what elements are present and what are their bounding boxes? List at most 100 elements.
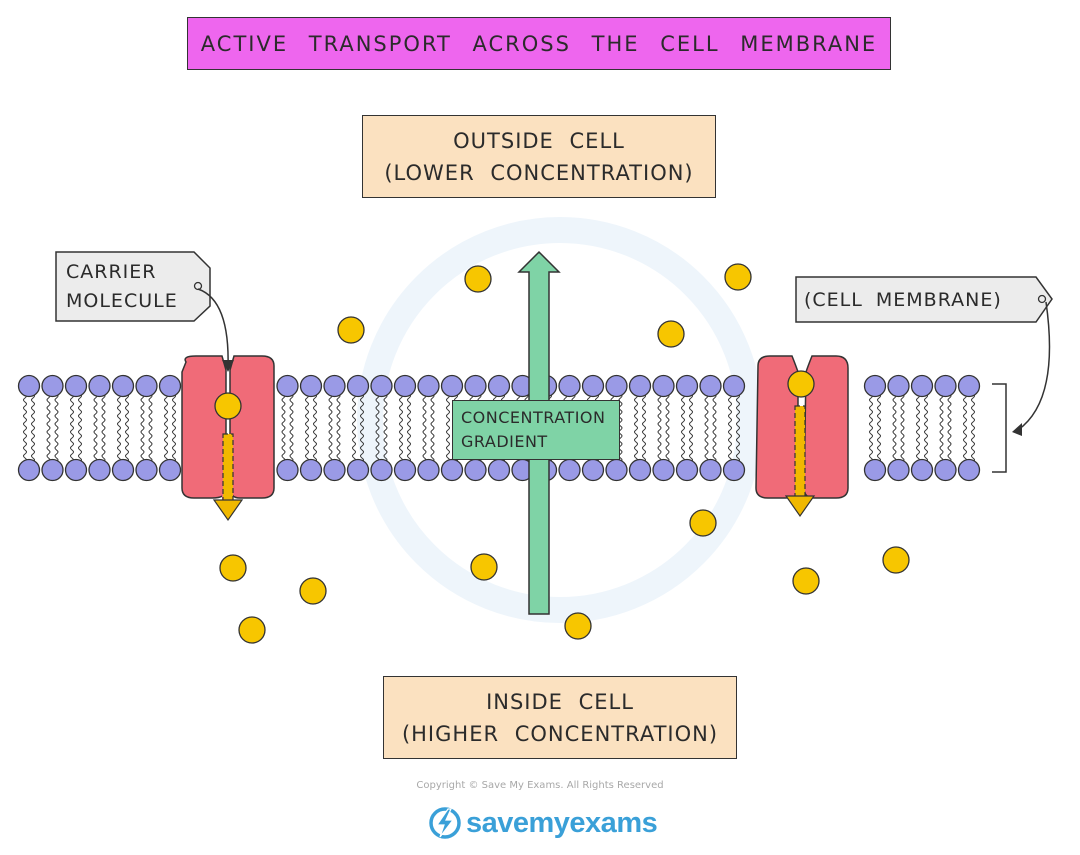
phospholipid-head: [722, 458, 746, 482]
phospholipid-head: [323, 374, 346, 398]
phospholipid-head: [675, 374, 699, 398]
phospholipid-head: [652, 374, 675, 398]
phospholipid-head: [111, 374, 135, 398]
phospholipid-head: [111, 458, 135, 482]
phospholipid-head: [464, 374, 487, 398]
phospholipid-head: [863, 458, 887, 482]
phospholipid-head: [17, 374, 41, 398]
phospholipid-head: [699, 374, 722, 398]
membrane-bracket: [992, 383, 1007, 473]
carrier-molecule-label: CARRIER MOLECULE: [66, 258, 178, 316]
phospholipid-head: [276, 374, 299, 398]
concentration-gradient-label: CONCENTRATION GRADIENT: [452, 400, 620, 460]
phospholipid-head: [440, 458, 464, 482]
carrier-protein-left: [181, 355, 275, 500]
molecule: [689, 509, 717, 537]
outside-cell-line1: OUTSIDE CELL: [453, 128, 625, 153]
watermark-ring: [357, 217, 763, 623]
transport-arrow-left: [212, 433, 244, 522]
carrier-pointer-line: [197, 288, 229, 369]
phospholipid-head: [675, 458, 699, 482]
phospholipid-head: [699, 458, 722, 482]
molecules: [214, 263, 910, 644]
molecule: [464, 265, 492, 293]
phospholipid-head: [64, 374, 88, 398]
inside-cell-line1: INSIDE CELL: [486, 689, 634, 714]
phospholipid-head: [464, 458, 487, 482]
molecule: [882, 546, 910, 574]
lightning-bolt-icon: [429, 807, 461, 839]
phospholipid-head: [299, 374, 323, 398]
phospholipid-head: [41, 374, 64, 398]
phospholipid-head: [628, 374, 652, 398]
phospholipid-head: [558, 374, 581, 398]
phospholipid-head: [957, 374, 981, 398]
phospholipid-head: [558, 458, 581, 482]
carrier-label-line1: CARRIER: [66, 261, 157, 283]
phospholipid-head: [581, 458, 605, 482]
phospholipid-head: [910, 458, 934, 482]
phospholipid-head: [605, 374, 628, 398]
phospholipid-head: [887, 374, 910, 398]
phospholipid-head: [487, 458, 511, 482]
outside-cell-line2: (LOWER CONCENTRATION): [384, 160, 694, 185]
phospholipid-head: [17, 458, 41, 482]
phospholipid-head: [887, 458, 910, 482]
membrane-pointer-line: [1017, 301, 1051, 431]
diagram-title-text: ACTIVE TRANSPORT ACROSS THE CELL MEMBRAN…: [200, 31, 878, 56]
phospholipid-head: [863, 374, 887, 398]
phospholipid-head: [934, 374, 957, 398]
molecule: [219, 554, 247, 582]
outside-cell-box: OUTSIDE CELL (LOWER CONCENTRATION): [362, 115, 716, 198]
cell-membrane-label: (CELL MEMBRANE): [804, 289, 1002, 311]
phospholipid-head: [370, 374, 393, 398]
phospholipid-head: [158, 374, 182, 398]
phospholipid-head: [628, 458, 652, 482]
molecule: [564, 612, 592, 640]
save-my-exams-logo: savemyexams: [428, 805, 658, 841]
phospholipid-head: [88, 374, 111, 398]
inside-cell-line2: (HIGHER CONCENTRATION): [401, 721, 719, 746]
phospholipid-head: [346, 458, 370, 482]
phospholipid-head: [487, 374, 511, 398]
phospholipid-head: [370, 458, 393, 482]
phospholipid-head: [440, 374, 464, 398]
molecule: [724, 263, 752, 291]
phospholipid-head: [605, 458, 628, 482]
molecule: [787, 370, 815, 398]
membrane-label-tag: [795, 276, 1053, 323]
carrier-protein-right: [755, 355, 849, 499]
phospholipid-head: [581, 374, 605, 398]
molecule: [238, 616, 266, 644]
molecule: [792, 567, 820, 595]
phospholipid-head: [276, 458, 299, 482]
inside-cell-box: INSIDE CELL (HIGHER CONCENTRATION): [383, 676, 737, 759]
phospholipid-head: [41, 458, 64, 482]
phospholipid-head: [652, 458, 675, 482]
carrier-label-tag: [55, 251, 211, 322]
molecule: [470, 553, 498, 581]
molecule: [299, 577, 327, 605]
carrier-label-line2: MOLECULE: [66, 290, 178, 312]
transport-arrow-right: [784, 405, 816, 518]
phospholipid-head: [934, 458, 957, 482]
phospholipid-head: [135, 458, 158, 482]
phospholipid-head: [88, 458, 111, 482]
molecule: [657, 320, 685, 348]
diagram-title: ACTIVE TRANSPORT ACROSS THE CELL MEMBRAN…: [187, 17, 891, 70]
gradient-line2: GRADIENT: [461, 432, 548, 451]
copyright-text: Copyright © Save My Exams. All Rights Re…: [416, 780, 664, 791]
phospholipid-head: [722, 374, 746, 398]
phospholipid-head: [158, 458, 182, 482]
phospholipid-head: [910, 374, 934, 398]
phospholipid-head: [393, 374, 417, 398]
molecule: [337, 316, 365, 344]
phospholipid-head: [346, 374, 370, 398]
phospholipid-head: [323, 458, 346, 482]
phospholipid-head: [417, 458, 440, 482]
phospholipid-head: [417, 374, 440, 398]
phospholipid-head: [135, 374, 158, 398]
phospholipid-head: [64, 458, 88, 482]
phospholipid-head: [393, 458, 417, 482]
gradient-line1: CONCENTRATION: [461, 408, 606, 427]
